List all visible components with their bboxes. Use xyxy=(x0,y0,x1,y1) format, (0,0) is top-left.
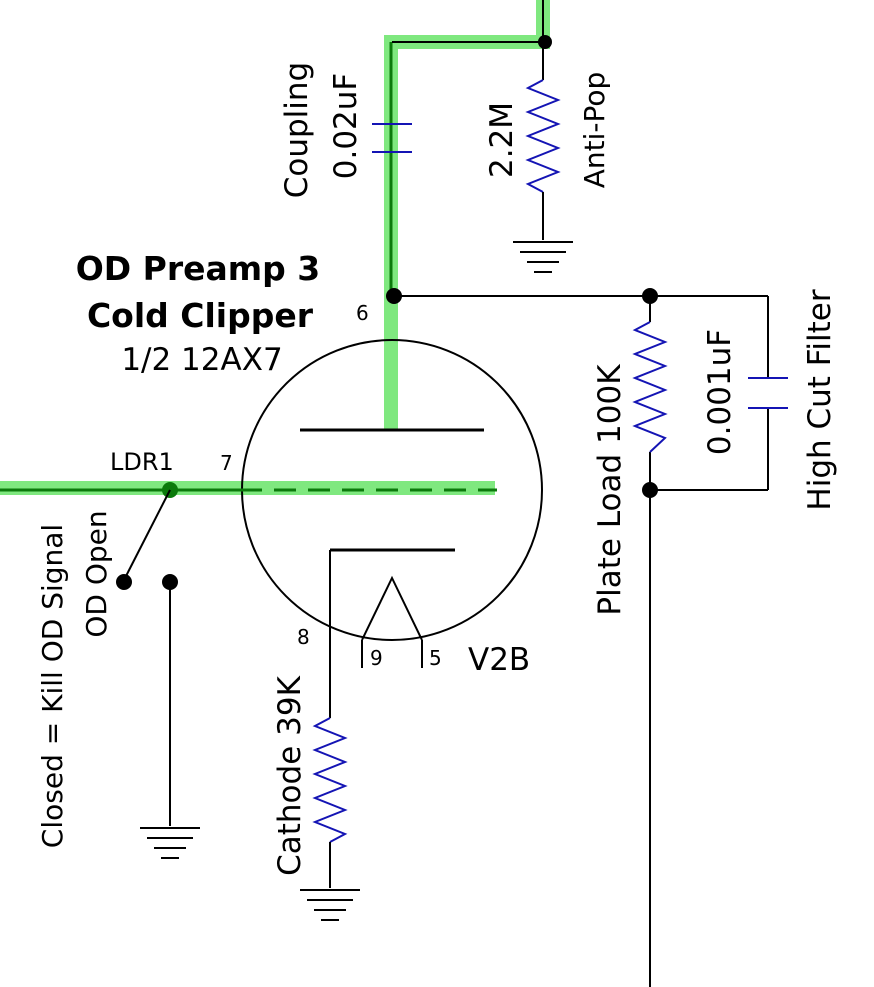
tube-heater xyxy=(361,575,423,641)
junction-dot xyxy=(386,288,402,304)
signal-path-highlight xyxy=(0,0,550,495)
ground-symbol xyxy=(140,827,200,859)
pin-heater-b-number: 5 xyxy=(429,646,442,670)
anti-pop-resistor xyxy=(525,79,561,240)
ldr-closed-label: Closed = Kill OD Signal xyxy=(36,524,69,848)
high-cut-name-label: High Cut Filter xyxy=(802,289,838,510)
junction-dot xyxy=(538,35,552,49)
high-cut-value-label: 0.001uF xyxy=(702,329,738,455)
ldr-label: LDR1 xyxy=(110,448,174,476)
plate-node-wiring xyxy=(386,288,769,987)
plate-load-resistor xyxy=(632,321,668,453)
cathode-resistor xyxy=(312,550,348,888)
tube-v2b xyxy=(240,339,543,668)
cathode-label: Cathode 39K xyxy=(272,675,308,875)
pin-plate-number: 6 xyxy=(356,301,369,325)
title-line-2: Cold Clipper xyxy=(87,296,314,335)
pin-cathode-number: 8 xyxy=(297,625,310,649)
ldr-switch xyxy=(116,482,178,826)
plate-load-label: Plate Load 100K xyxy=(592,364,628,616)
coupling-capacitor xyxy=(372,123,412,153)
switch-contact xyxy=(116,574,132,590)
pin-grid-number: 7 xyxy=(220,451,233,475)
plate-load-value: 100K xyxy=(592,364,628,444)
title-line-1: OD Preamp 3 xyxy=(76,249,321,288)
ground-symbol xyxy=(513,241,573,273)
coupling-value-label: 0.02uF xyxy=(328,73,364,180)
anti-pop-name-label: Anti-Pop xyxy=(578,72,611,189)
ldr-open-label: OD Open xyxy=(80,510,113,637)
output-wiring xyxy=(392,0,552,80)
high-cut-capacitor xyxy=(748,377,788,409)
pin-heater-a-number: 9 xyxy=(370,646,383,670)
anti-pop-value-label: 2.2M xyxy=(484,102,520,178)
title-line-3: 1/2 12AX7 xyxy=(121,342,282,378)
tube-designator: V2B xyxy=(468,642,530,678)
ground-symbol xyxy=(300,889,360,921)
plate-load-name: Plate Load xyxy=(592,454,628,616)
coupling-name-label: Coupling xyxy=(279,62,315,199)
